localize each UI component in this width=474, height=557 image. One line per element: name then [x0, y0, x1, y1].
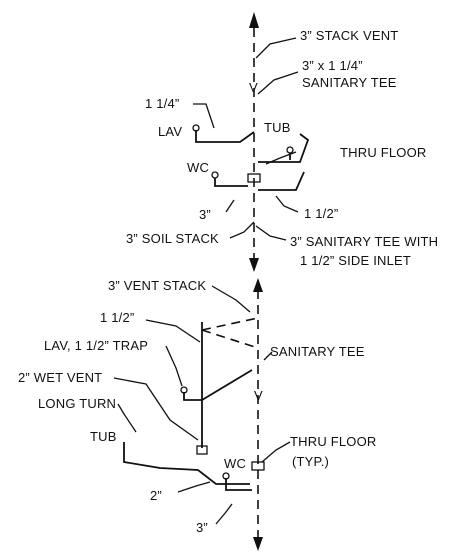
- label-tee-line2: SANITARY TEE: [302, 75, 397, 90]
- label-lav: LAV: [158, 124, 182, 139]
- leader-lav-trap: [165, 345, 183, 387]
- label-vent-stack: 3” VENT STACK: [108, 278, 206, 293]
- label-side-inlet-line1: 3” SANITARY TEE WITH: [290, 234, 438, 249]
- label-long-turn: LONG TURN: [38, 396, 116, 411]
- leader-vent-stack: [211, 285, 251, 313]
- flow-mark-v-lower: V: [254, 388, 263, 403]
- lav-fixture-marker-lower: [180, 386, 188, 394]
- label-size-2: 2”: [150, 488, 162, 503]
- leader-soil-stack: [229, 221, 255, 239]
- label-lav-trap: LAV, 1 1/2” TRAP: [44, 338, 148, 353]
- upper-stack-bottom-arrow: [249, 258, 259, 272]
- upper-stack-top-arrow: [249, 12, 259, 28]
- leader-1-12: [275, 195, 299, 213]
- leader-1-12-lower: [145, 319, 201, 343]
- label-thru-floor: THRU FLOOR: [340, 145, 427, 160]
- flow-mark-v: V: [249, 80, 258, 95]
- label-branch-size: 1 1/4”: [145, 96, 179, 111]
- side-inlet-pipe: [258, 171, 305, 191]
- vent-loop-top: [201, 317, 259, 331]
- wc-branch-lower: [225, 478, 252, 491]
- lav-branch-pipe: [195, 130, 255, 143]
- label-wc: WC: [187, 160, 209, 175]
- leader-114: [193, 103, 215, 129]
- label-size-1-5-lower: 1 1/2”: [100, 310, 134, 325]
- label-sanitary-tee-lower: SANITARY TEE: [270, 344, 365, 359]
- wc-branch-pipe: [214, 178, 248, 187]
- leader-3-lower: [215, 503, 233, 525]
- label-wet-vent: 2” WET VENT: [18, 370, 102, 385]
- leader-sanitary-tee: [263, 351, 273, 361]
- leader-3x114-tee: [257, 71, 299, 95]
- lower-stack-top-arrow: [253, 278, 263, 292]
- label-soil-stack: 3” SOIL STACK: [126, 231, 219, 246]
- label-thru-floor-lower-1: THRU FLOOR: [290, 434, 377, 449]
- lower-riser-diagram: V 3” VENT STACK 1 1/2” SANITARY TEE LAV,: [18, 278, 377, 551]
- leader-side-inlet: [255, 225, 287, 241]
- leader-3: [225, 199, 235, 213]
- sanitary-tee-fitting: [247, 173, 261, 183]
- label-tub-lower: TUB: [90, 429, 117, 444]
- label-stack-vent: 3” STACK VENT: [300, 28, 398, 43]
- label-wc-lower: WC: [224, 456, 246, 471]
- lav-fixture-marker: [192, 124, 200, 132]
- leader-long-turn: [117, 403, 137, 433]
- vent-loop-diag: [201, 329, 259, 349]
- label-thru-floor-lower-2: (TYP.): [292, 454, 329, 469]
- label-tub: TUB: [264, 120, 291, 135]
- wc-fixture-marker: [211, 171, 219, 179]
- label-size-3: 3”: [199, 207, 211, 222]
- label-side-inlet-line2: 1 1/2” SIDE INLET: [300, 253, 411, 268]
- label-size-3-lower: 3”: [196, 520, 208, 535]
- leader-thru-floor: [265, 151, 297, 165]
- leader-thru-floor-lower: [261, 441, 291, 463]
- lav-trap-branch: [183, 369, 253, 401]
- leader-stack-vent: [255, 37, 297, 59]
- wc-fixture-marker-lower: [222, 472, 230, 480]
- wc-tee-fitting: [196, 445, 208, 455]
- leader-2: [177, 481, 211, 493]
- tub-branch-lower: [123, 442, 250, 485]
- tub-branch-pipe: [258, 133, 310, 163]
- lower-stack-bottom-arrow: [253, 537, 263, 551]
- upper-riser-diagram: V 3” STACK VENT 3” x 1 1/4” SANITARY TEE…: [126, 12, 438, 272]
- label-tee-line1: 3” x 1 1/4”: [302, 58, 363, 73]
- tub-fixture-marker: [286, 146, 294, 154]
- leader-wet-vent: [113, 377, 199, 441]
- thru-floor-fitting: [251, 461, 265, 471]
- label-size-1-5: 1 1/2”: [304, 206, 338, 221]
